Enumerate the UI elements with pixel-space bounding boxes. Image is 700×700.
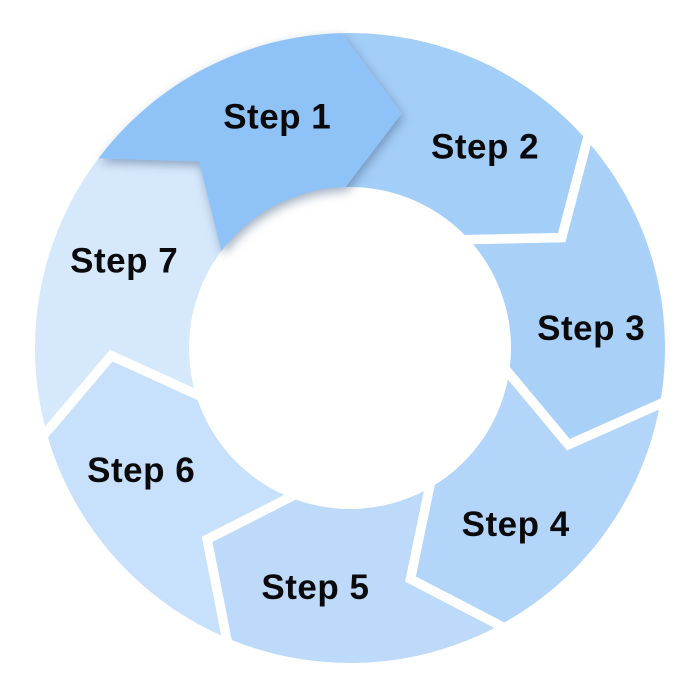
step-6-label: Step 6 [87,451,195,490]
step-3-label: Step 3 [537,309,645,348]
step-7-segment [25,148,232,447]
step-4-label: Step 4 [462,505,570,544]
step-1-label: Step 1 [223,98,331,137]
step-2-label: Step 2 [431,128,539,167]
step-5-label: Step 5 [261,568,369,607]
step-1-segment [98,33,402,252]
step-7-label: Step 7 [70,241,178,280]
